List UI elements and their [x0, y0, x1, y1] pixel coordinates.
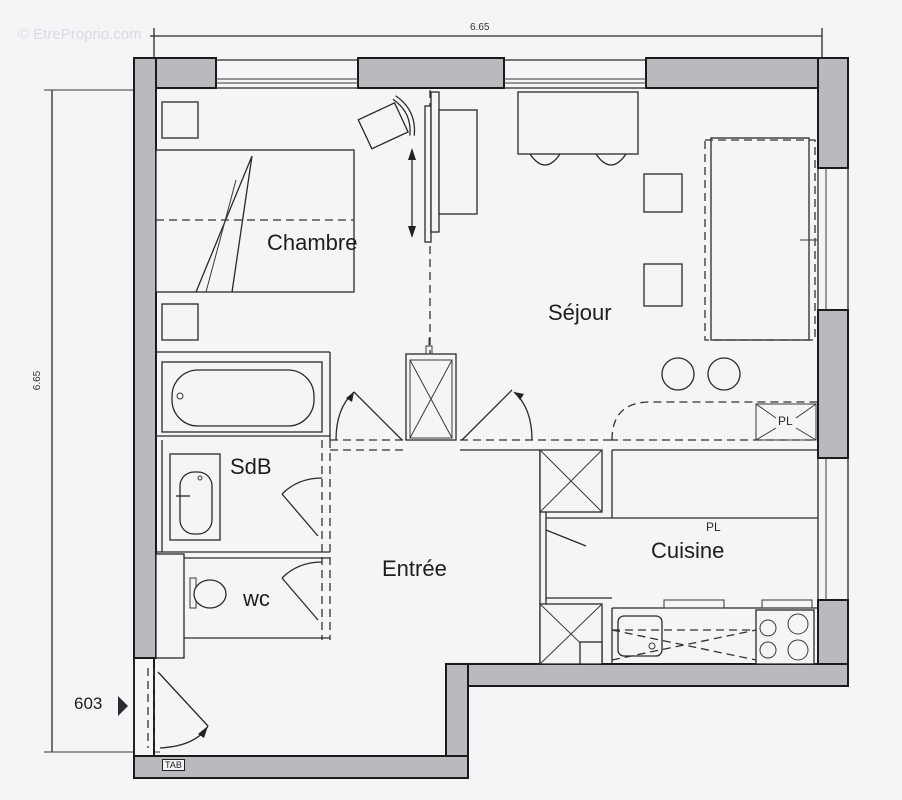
nightstand-top: [161, 101, 199, 139]
cooktop: [755, 609, 815, 665]
bathtub: [171, 369, 315, 427]
toilet: [193, 579, 227, 609]
room-label-entree: Entrée: [382, 556, 447, 581]
doors: [147, 389, 591, 749]
washbasin: [179, 471, 213, 535]
bedroom-furniture: [155, 91, 478, 341]
armchair: [357, 95, 416, 150]
pl-label-sejour: PL: [778, 414, 793, 428]
tab-label: TAB: [162, 759, 185, 771]
bed: [155, 149, 355, 293]
room-label-sdb: SdB: [230, 454, 272, 479]
pouf-1: [661, 357, 695, 391]
room-label-wc: wc: [243, 586, 270, 611]
stool-2: [643, 263, 683, 307]
bathroom-fixtures: [155, 361, 323, 659]
nightstand-bottom: [161, 303, 199, 341]
kitchen-fixtures: [539, 449, 815, 665]
watermark: © EtreProprio.com: [18, 26, 142, 43]
desk: [438, 109, 478, 215]
living-furniture: [517, 91, 818, 441]
pl-label-cuisine: PL: [706, 520, 721, 534]
entry-arrow-icon: [118, 696, 128, 716]
stool-1: [643, 173, 683, 213]
outer-walls: [133, 57, 849, 779]
height-dimension: 6.65: [32, 370, 44, 391]
sliding-door: [424, 105, 432, 243]
closet-center: [405, 338, 457, 441]
room-label-chambre: Chambre: [267, 230, 358, 255]
width-dimension: 6.65: [470, 22, 490, 33]
room-label-sejour: Séjour: [548, 300, 612, 325]
pouf-2: [707, 357, 741, 391]
unit-number: 603: [74, 694, 103, 713]
dimension-lines: [44, 28, 823, 753]
dining-table: [517, 91, 639, 155]
sofa-bed: [710, 137, 810, 341]
room-label-cuisine: Cuisine: [651, 538, 725, 563]
